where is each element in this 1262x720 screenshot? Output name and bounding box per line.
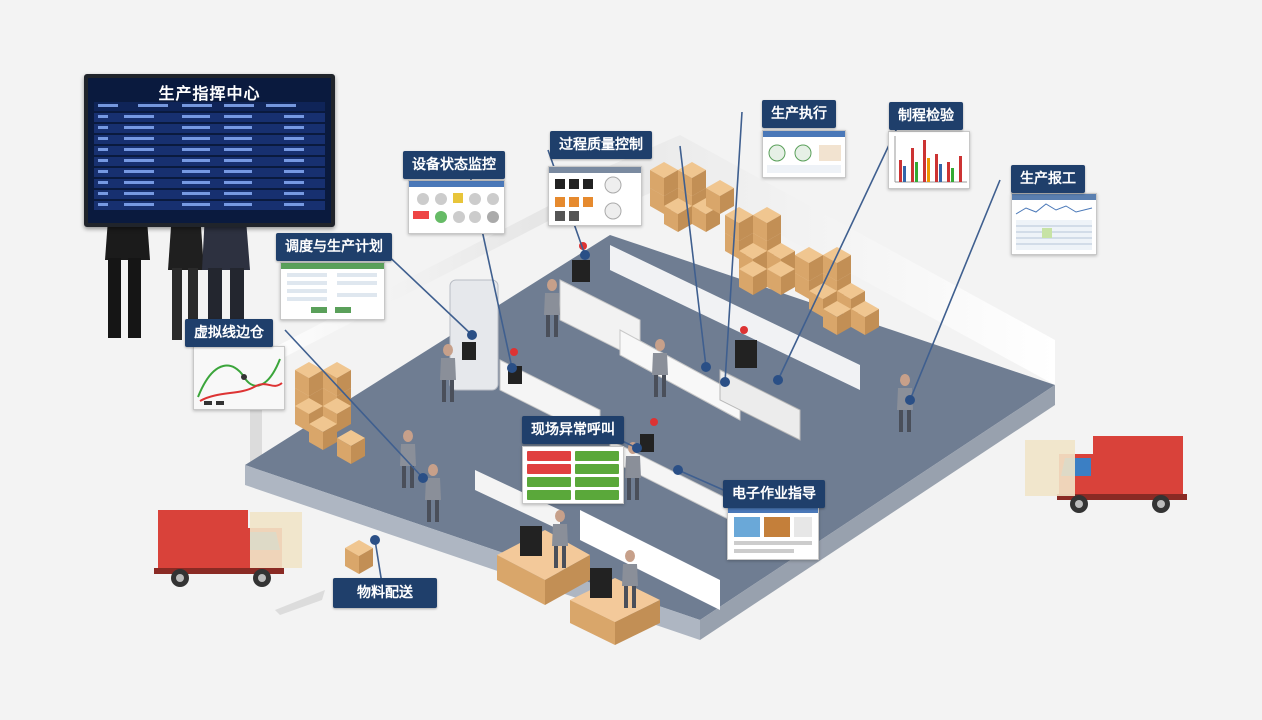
process-inspection-chart-thumbnail <box>888 131 970 189</box>
label-process-quality-control: 过程质量控制 <box>550 131 652 159</box>
label-scheduling-production-plan: 调度与生产计划 <box>276 233 392 261</box>
label-andon-call: 现场异常呼叫 <box>522 416 624 444</box>
andon-alarm-row-red <box>527 451 571 461</box>
command-center-screen: 生产指挥中心 <box>84 74 335 227</box>
label-equipment-status-monitoring: 设备状态监控 <box>403 151 505 179</box>
andon-call-thumbnail <box>522 446 624 504</box>
label-electronic-work-instruction: 电子作业指导 <box>723 480 825 508</box>
label-production-reporting: 生产报工 <box>1011 165 1085 193</box>
scheduling-plan-thumbnail <box>280 262 385 320</box>
process-quality-control-thumbnail <box>548 166 642 226</box>
work-instruction-thumbnail <box>727 506 819 560</box>
label-production-execution: 生产执行 <box>762 100 836 128</box>
label-material-delivery: 物料配送 <box>333 578 437 608</box>
andon-alarm-row-green <box>527 490 571 500</box>
andon-alarm-row-green <box>527 477 571 487</box>
production-execution-thumbnail <box>762 130 846 178</box>
board-title: 生产指挥中心 <box>158 84 261 103</box>
equipment-monitoring-thumbnail <box>408 180 505 234</box>
board-table <box>94 102 325 217</box>
andon-alarm-row-green <box>575 464 619 474</box>
label-virtual-line-side-warehouse: 虚拟线边仓 <box>185 319 273 347</box>
production-reporting-thumbnail <box>1011 193 1097 255</box>
virtual-warehouse-thumbnail <box>193 346 285 410</box>
andon-alarm-row-green <box>575 490 619 500</box>
andon-alarm-row-red <box>527 464 571 474</box>
andon-alarm-row-green <box>575 451 619 461</box>
label-process-inspection: 制程检验 <box>889 102 963 130</box>
andon-alarm-row-green <box>575 477 619 487</box>
